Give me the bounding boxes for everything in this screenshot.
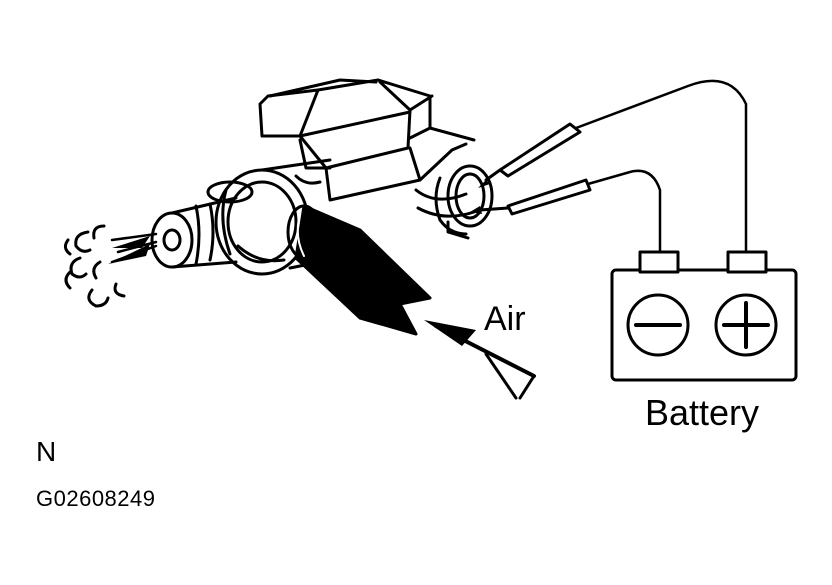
inlet-hose [286,204,432,336]
air-label: Air [484,300,526,338]
figure-code: G02608249 [36,486,156,511]
positive-terminal-plus-icon [714,293,778,357]
test-probe-lower [470,178,592,216]
negative-terminal-minus-icon [626,293,690,357]
solenoid-housing [258,78,476,218]
view-label: N [36,436,57,467]
battery [610,250,798,382]
battery-label: Battery [645,392,760,433]
connector-socket [434,164,494,240]
test-probe-upper [478,122,582,188]
lead-wires [574,79,748,256]
air-arrow-icon [424,320,536,400]
air-spray-icon [63,224,158,308]
outlet-nozzle [150,196,238,269]
